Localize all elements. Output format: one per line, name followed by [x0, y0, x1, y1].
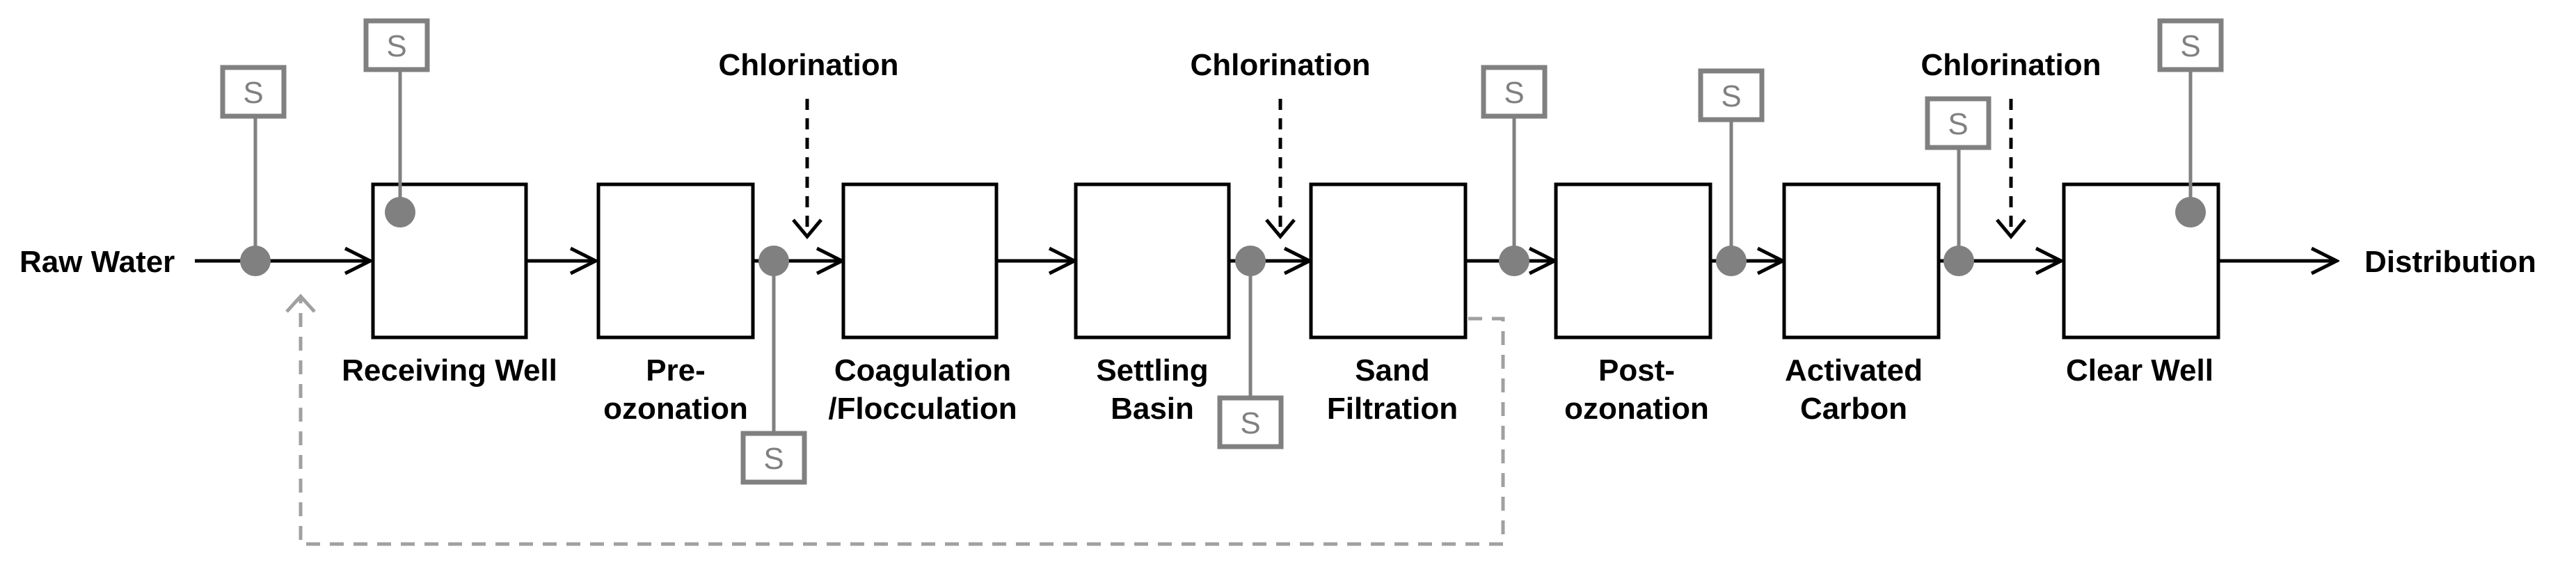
recycle-line — [299, 298, 1505, 546]
unit-box-settling-basin — [1074, 182, 1231, 340]
sample-box — [220, 65, 287, 119]
sample-label: S — [2180, 29, 2200, 63]
distribution-label: Distribution — [2364, 245, 2536, 279]
sample-box — [1481, 65, 1548, 119]
chlorination-arrowheads — [792, 218, 2026, 239]
sample-point-dot — [1235, 246, 1266, 276]
unit-label-sand-line1: Sand — [1355, 353, 1430, 388]
unit-label-clear-well: Clear Well — [2066, 353, 2213, 388]
sample-points — [240, 66, 2206, 435]
sample-box — [363, 18, 430, 72]
unit-label-post-ozonation-line1: Post- — [1598, 353, 1675, 388]
unit-box-activated-carbon — [1782, 182, 1941, 340]
unit-label-post-ozonation-line2: ozonation — [1564, 392, 1709, 426]
sample-label: S — [386, 29, 406, 63]
sample-box — [1217, 395, 1284, 449]
chlorination-label: Chlorination — [1921, 48, 2101, 82]
unit-label-settling-line2: Basin — [1111, 392, 1194, 426]
sample-boxes — [220, 18, 2224, 485]
sample-box — [2157, 18, 2224, 72]
unit-label-receiving-well: Receiving Well — [342, 353, 557, 388]
sample-point-dot — [2175, 197, 2206, 227]
sample-box — [1698, 68, 1765, 122]
unit-box-sand-filtration — [1309, 182, 1468, 340]
unit-box-post-ozonation — [1554, 182, 1712, 340]
unit-labels: Receiving Well Pre- ozonation Coagulatio… — [342, 353, 2213, 426]
recycle-arrowhead — [285, 294, 316, 313]
sample-point-dot — [385, 197, 415, 227]
unit-box-coagulation-flocculation — [841, 182, 999, 340]
unit-boxes — [371, 182, 2220, 340]
sample-point-dot — [758, 246, 789, 276]
sample-point-dot — [1943, 246, 1974, 276]
raw-water-label: Raw Water — [19, 245, 175, 279]
sample-box — [740, 431, 807, 485]
sample-point-dot — [1499, 246, 1529, 276]
unit-label-activated-carbon-line2: Carbon — [1800, 392, 1907, 426]
unit-label-coagulation-line2: /Flocculation — [828, 392, 1017, 426]
unit-label-pre-ozonation-line1: Pre- — [646, 353, 706, 388]
chlorination-labels: Chlorination Chlorination Chlorination — [718, 48, 2101, 82]
chlorination-label: Chlorination — [1190, 48, 1370, 82]
sample-label: S — [243, 76, 263, 110]
chlorination-label: Chlorination — [718, 48, 898, 82]
sample-label: S — [1721, 79, 1741, 113]
sample-label: S — [763, 442, 784, 476]
unit-box-pre-ozonation — [596, 182, 755, 340]
unit-label-sand-line2: Filtration — [1327, 392, 1458, 426]
unit-label-settling-line1: Settling — [1096, 353, 1208, 388]
sample-label: S — [1240, 406, 1260, 440]
unit-label-pre-ozonation-line2: ozonation — [603, 392, 748, 426]
sample-point-dot — [1716, 246, 1747, 276]
unit-label-activated-carbon-line1: Activated — [1785, 353, 1923, 388]
sample-label: S — [1504, 76, 1524, 110]
sample-point-dot — [240, 246, 271, 276]
unit-label-coagulation-line1: Coagulation — [834, 353, 1011, 388]
sample-label: S — [1948, 107, 1968, 141]
sample-box — [1925, 96, 1991, 150]
sample-box-labels: S S S S S S S S — [243, 29, 2200, 476]
chlorination-arrows — [805, 99, 2013, 237]
